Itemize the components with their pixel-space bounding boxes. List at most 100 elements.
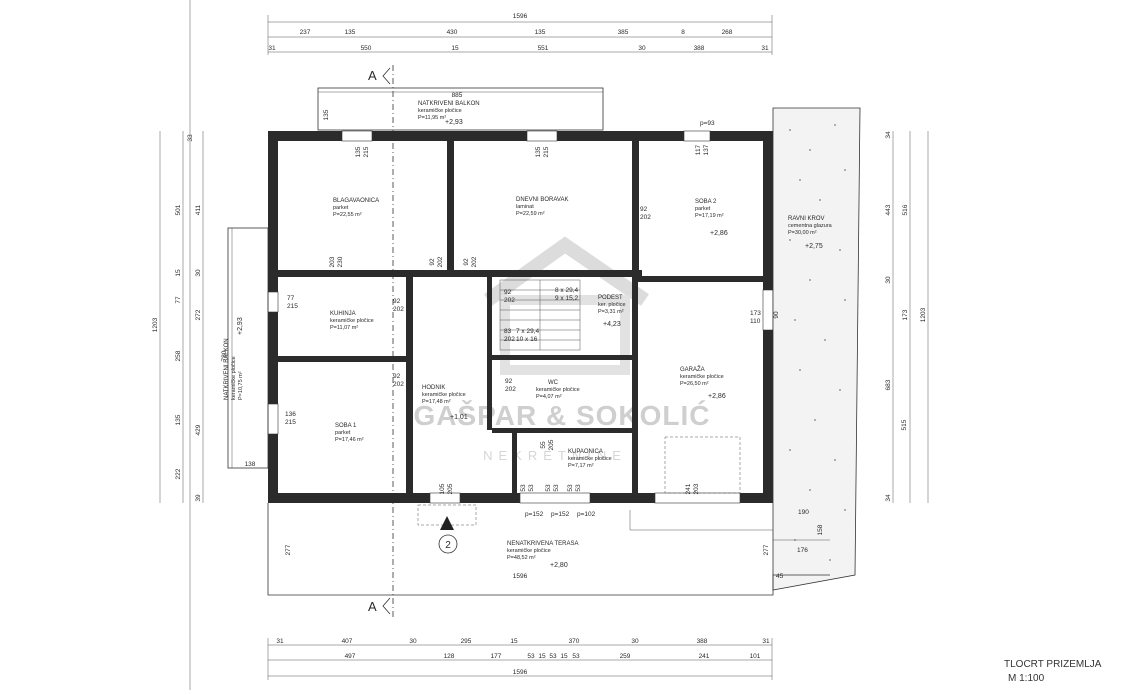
dim-top-r3: 31 — [268, 45, 276, 52]
dim-right-bottom: 277 — [763, 544, 770, 555]
dim-terrace-total: 1596 — [513, 573, 528, 580]
dim-left: 15 — [175, 269, 182, 277]
dim-bottom-r1: 31 — [762, 638, 770, 645]
dim-bottom-r1: 15 — [510, 638, 518, 645]
dim-bottom-r1: 370 — [569, 638, 580, 645]
dim-opening: 137 — [703, 144, 710, 155]
room-floor-balkon-top: keramičke pločice — [418, 108, 462, 114]
dim-opening: 105 — [439, 483, 446, 494]
dim-opening: 92 — [640, 206, 648, 213]
title-block: TLOCRT PRIZEMLJA M 1:100 — [1004, 658, 1101, 686]
dim-left: 429 — [195, 424, 202, 435]
dim-bottom-r2: 53 — [572, 653, 580, 660]
dim-opening: 202 — [505, 386, 516, 393]
terrace: 1596 — [267, 503, 830, 596]
level-terasa: +2,80 — [550, 562, 568, 569]
room-floor-soba1: parket — [335, 430, 351, 436]
dim-opening: 83 — [504, 328, 512, 335]
dim-bottom-r2: 101 — [750, 653, 761, 660]
dim-top-r3: 550 — [361, 45, 372, 52]
dim-opening: 110 — [750, 318, 761, 325]
dim-top-r2: 268 — [722, 29, 733, 36]
dim-bottom-r2: 53 — [527, 653, 535, 660]
section-line: A A — [368, 65, 394, 620]
dim-opening: p=102 — [577, 511, 596, 518]
dim-left: 39 — [195, 494, 202, 502]
dim-opening: 117 — [695, 144, 702, 155]
room-floor-podest: ker. pločice — [598, 302, 626, 308]
staircase — [499, 279, 581, 351]
room-area-kuhinja: P=11,07 m² — [330, 325, 358, 331]
dim-right: 173 — [902, 309, 909, 320]
room-area-dnevni: P=22,59 m² — [516, 211, 545, 217]
section-marker-top: A — [368, 68, 377, 83]
dim-opening: 53 — [567, 484, 574, 492]
room-name-krov: RAVNI KROV — [788, 216, 825, 222]
room-area-hodnik: P=17,48 m² — [422, 399, 451, 405]
dim-left: 780 — [221, 350, 228, 361]
section-marker-bottom: A — [368, 599, 377, 614]
dim-opening: 215 — [285, 419, 296, 426]
room-labels: BLAGAVAONICA parket P=22,55 m² DNEVNI BO… — [224, 197, 833, 569]
dim-left: 411 — [195, 204, 202, 215]
dim-stair: 7 x 29,4 — [516, 328, 540, 335]
dim-opening: 53 — [528, 484, 535, 492]
room-floor-terasa: keramičke pločice — [507, 548, 551, 554]
watermark-sub: NEKRETNINE — [483, 448, 627, 463]
dim-left-terrace: 277 — [285, 544, 292, 555]
dim-opening: 203 — [693, 483, 700, 494]
dim-right: 683 — [885, 379, 892, 390]
dim-bottom-r2: 15 — [560, 653, 568, 660]
dim-bottom-r2: 53 — [549, 653, 557, 660]
dim-opening: 90 — [773, 311, 780, 319]
dim-left: 135 — [175, 414, 182, 425]
dim-opening: 202 — [504, 336, 515, 343]
room-area-wc: P=4,07 m² — [536, 394, 562, 400]
dim-bottom-r2: 128 — [444, 653, 455, 660]
dim-right-bottom: 158 — [817, 524, 824, 535]
dim-top-r3: 31 — [761, 45, 769, 52]
room-name-wc: WC — [548, 380, 559, 386]
dim-left: 258 — [175, 350, 182, 361]
room-area-blagavaonica: P=22,55 m² — [333, 212, 362, 218]
dim-opening: 215 — [543, 146, 550, 157]
opening-dims: 135 215 135 215 117 137 92 202 203 230 9… — [285, 144, 780, 518]
dim-stair: 9 x 15,2 — [555, 295, 579, 302]
room-floor-balkon-left: keramičke pločice — [231, 356, 237, 400]
dim-bottom-r1: 31 — [276, 638, 284, 645]
dim-bottom-r1: 30 — [631, 638, 639, 645]
dim-opening: 53 — [520, 484, 527, 492]
dim-right: 516 — [902, 204, 909, 215]
dim-left: 77 — [175, 296, 182, 304]
window-openings — [267, 130, 774, 504]
dim-right-bottom: 176 — [797, 547, 808, 554]
room-area-balkon-left: P=10,75 m² — [238, 371, 244, 400]
dim-opening: 92 — [393, 298, 401, 305]
left-dimensions: 33 501 411 15 30 77 272 1203 258 780 135… — [152, 131, 292, 555]
dim-bottom-r2: 241 — [699, 653, 710, 660]
dim-right: 30 — [885, 276, 892, 284]
dim-opening: 205 — [447, 483, 454, 494]
dim-right: 515 — [901, 419, 908, 430]
dim-opening: 135 — [355, 146, 362, 157]
room-floor-kuhinja: keramičke pločice — [330, 318, 374, 324]
watermark-main: GAŠPAR & SOKOLIĆ — [413, 399, 710, 431]
right-dimensions: 34 443 30 683 515 34 516 173 1203 190 15… — [763, 131, 929, 580]
dim-opening: 215 — [287, 303, 298, 310]
title-block-scale: M 1:100 — [1008, 673, 1045, 684]
dim-top-r2: 8 — [681, 29, 685, 36]
room-name-garaza: GARAŽA — [680, 365, 705, 373]
dim-opening: 92 — [504, 289, 512, 296]
dim-top-r3: 15 — [451, 45, 459, 52]
dim-opening: 136 — [285, 411, 296, 418]
dim-opening: 202 — [393, 306, 404, 313]
dim-bottom-r1: 30 — [409, 638, 417, 645]
dim-opening: p=152 — [525, 511, 544, 518]
dim-left: 272 — [195, 309, 202, 320]
dim-opening: 92 — [463, 258, 470, 266]
room-area-garaza: P=26,50 m² — [680, 381, 709, 387]
dim-opening: 215 — [363, 146, 370, 157]
dim-opening: 205 — [548, 439, 555, 450]
dim-left-total: 1203 — [152, 317, 159, 332]
